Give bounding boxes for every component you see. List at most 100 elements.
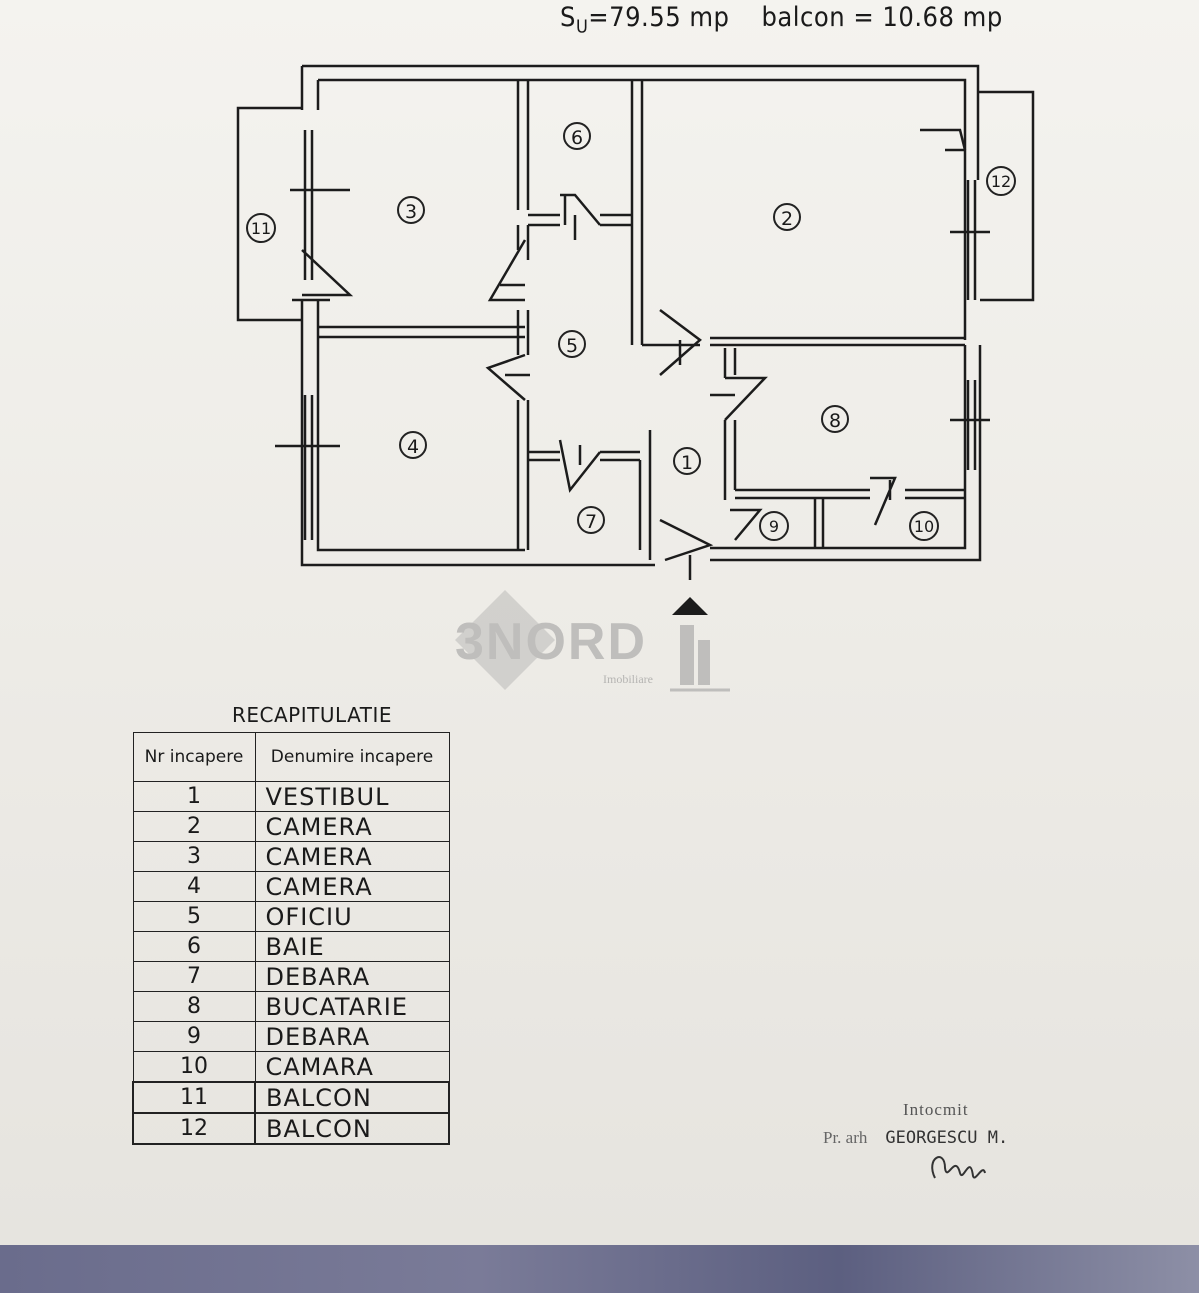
room-name: BALCON bbox=[254, 1081, 450, 1114]
room-nr: 3 bbox=[132, 841, 256, 872]
room-number-12: 12 bbox=[986, 166, 1016, 196]
usable-area: SU=79.55 mp bbox=[560, 2, 730, 38]
room-name: BAIE bbox=[254, 931, 450, 962]
watermark-text: 3NORD bbox=[455, 613, 648, 671]
wall-8-bottom bbox=[735, 488, 965, 500]
watermark-subtext: Imobiliare bbox=[603, 672, 653, 686]
floor-plan bbox=[236, 64, 1035, 615]
door-8 bbox=[710, 376, 768, 421]
door-10 bbox=[870, 476, 897, 526]
room-number-10: 10 bbox=[909, 511, 939, 541]
room-number-2: 2 bbox=[773, 203, 801, 231]
room-nr: 5 bbox=[132, 901, 256, 932]
signature-scribble bbox=[931, 1156, 986, 1179]
door-9 bbox=[730, 508, 763, 541]
room-nr: 12 bbox=[132, 1112, 256, 1145]
wall-3-4 bbox=[318, 325, 525, 339]
wall-6-bottom bbox=[528, 213, 632, 227]
architect-name: GEORGESCU M. bbox=[885, 1128, 1009, 1148]
balcony-12-outline bbox=[978, 90, 1035, 302]
room-name: BALCON bbox=[254, 1112, 450, 1145]
balcony-area: balcon = 10.68 mp bbox=[761, 2, 1003, 33]
wall-7-right bbox=[638, 430, 652, 560]
watermark-logo: 3NORD Imobiliare bbox=[455, 590, 745, 700]
architect-line: Pr. arh GEORGESCU M. bbox=[823, 1128, 1008, 1148]
wall-6-2 bbox=[630, 80, 644, 345]
outer-wall-left-lower bbox=[300, 300, 655, 567]
room-name: CAMERA bbox=[254, 811, 450, 842]
room-number-8: 8 bbox=[821, 405, 849, 433]
door-balcony-12 bbox=[920, 128, 967, 152]
room-nr: 1 bbox=[132, 781, 256, 812]
diamond-icon bbox=[455, 590, 555, 690]
prepared-by-label: Intocmit bbox=[903, 1100, 969, 1119]
room-name: OFICIU bbox=[254, 901, 450, 932]
room-nr: 6 bbox=[132, 931, 256, 962]
window-2 bbox=[950, 180, 990, 300]
door-4 bbox=[485, 353, 530, 401]
building-icon bbox=[670, 625, 730, 692]
col-nr-header: Nr incapere bbox=[132, 732, 256, 782]
room-nr: 8 bbox=[132, 991, 256, 1022]
wall-5-left bbox=[516, 225, 530, 550]
entrance-arrow-icon bbox=[672, 597, 708, 615]
door-6 bbox=[560, 193, 601, 240]
room-nr: 4 bbox=[132, 871, 256, 902]
window-8 bbox=[950, 380, 990, 470]
wall-9-10 bbox=[813, 498, 825, 548]
door-3 bbox=[487, 239, 527, 302]
window-4 bbox=[275, 395, 340, 540]
architect-prefix: Pr. arh bbox=[823, 1128, 868, 1147]
handwritten-signature bbox=[925, 1148, 995, 1196]
room-nr: 7 bbox=[132, 961, 256, 992]
outer-wall-bottom-right bbox=[710, 345, 982, 562]
room-number-6: 6 bbox=[563, 122, 591, 150]
room-nr: 10 bbox=[132, 1051, 256, 1083]
wall-2-8 bbox=[642, 336, 965, 347]
door-balcony-11 bbox=[292, 249, 354, 302]
room-nr: 2 bbox=[132, 811, 256, 842]
room-name: CAMERA bbox=[254, 841, 450, 872]
room-number-4: 4 bbox=[399, 431, 427, 459]
area-header: SU=79.55 mp balcon = 10.68 mp bbox=[560, 2, 1035, 37]
room-number-3: 3 bbox=[397, 196, 425, 224]
door-7 bbox=[558, 439, 601, 493]
outer-wall-left bbox=[300, 66, 320, 110]
room-number-9: 9 bbox=[759, 511, 789, 541]
wall-8-left bbox=[723, 348, 737, 500]
room-number-1: 1 bbox=[673, 447, 701, 475]
room-number-5: 5 bbox=[558, 330, 586, 358]
room-number-11: 11 bbox=[246, 213, 276, 243]
wall-7-top bbox=[528, 450, 640, 462]
col-name-header: Denumire incapere bbox=[254, 732, 450, 782]
balcony-11-outline bbox=[236, 106, 302, 322]
outer-wall bbox=[302, 64, 980, 125]
room-nr: 9 bbox=[132, 1021, 256, 1052]
recap-header-row: Nr incapere Denumire incapere bbox=[132, 732, 450, 782]
wall-3-6 bbox=[516, 80, 530, 210]
room-nr: 11 bbox=[132, 1081, 256, 1114]
room-name: DEBARA bbox=[254, 1021, 450, 1052]
room-name: VESTIBUL bbox=[254, 781, 450, 812]
door-entry bbox=[659, 518, 714, 580]
room-name: CAMARA bbox=[254, 1051, 450, 1083]
door-2 bbox=[659, 309, 702, 376]
room-name: CAMERA bbox=[254, 871, 450, 902]
recap-title: RECAPITULATIE bbox=[232, 703, 392, 727]
background-cloth bbox=[0, 1245, 1199, 1293]
room-number-7: 7 bbox=[577, 506, 605, 534]
room-name: DEBARA bbox=[254, 961, 450, 992]
